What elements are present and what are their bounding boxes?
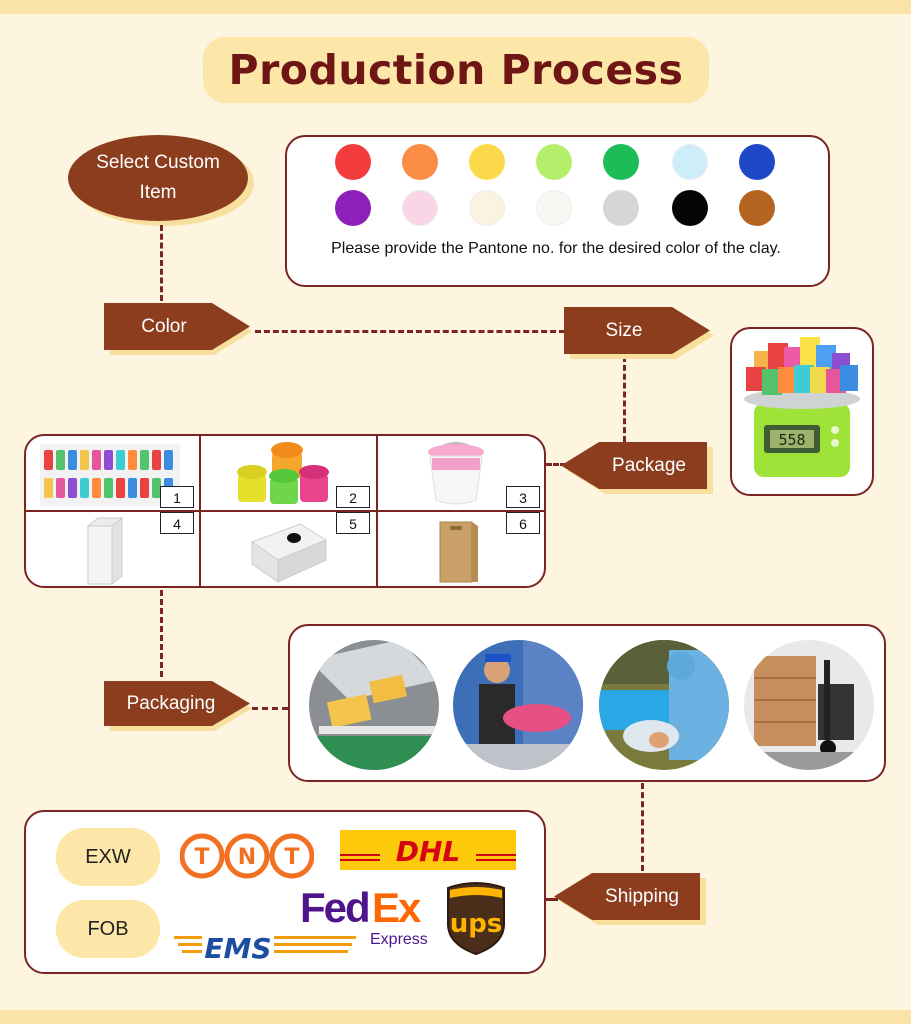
- dhl-wordmark: DHL: [396, 835, 461, 868]
- clay-bag: [140, 450, 149, 470]
- clay-bag: [116, 450, 125, 470]
- color-swatch: [672, 144, 708, 180]
- color-swatch: [603, 144, 639, 180]
- grid-divider-h: [24, 510, 546, 512]
- trade-term-exw: EXW: [56, 828, 160, 886]
- step-package-label: Package: [612, 454, 686, 476]
- step-packaging-label: Packaging: [126, 692, 216, 714]
- color-swatch: [536, 144, 572, 180]
- step-size-label: Size: [605, 319, 643, 341]
- clay-bag: [80, 450, 89, 470]
- connector-color-to-size: [255, 330, 565, 333]
- select-custom-item-node: Select Custom Item: [68, 135, 248, 221]
- tnt-letter-2: N: [238, 845, 256, 870]
- ems-logo: EMS: [174, 932, 356, 964]
- color-swatch: [469, 144, 505, 180]
- package-option-number-6: 6: [506, 512, 540, 534]
- tnt-letter-1: T: [194, 845, 209, 870]
- dhl-logo: DHL: [340, 830, 516, 870]
- color-swatch: [335, 144, 371, 180]
- color-swatch: [469, 190, 505, 226]
- photo-worker-packing: [453, 640, 583, 770]
- clay-bag: [56, 478, 65, 498]
- connector-shipping-to-carriers: [546, 898, 558, 901]
- tnt-logo: T N T: [180, 833, 314, 879]
- color-swatch: [536, 190, 572, 226]
- connector-package-to-grid: [546, 463, 566, 466]
- package-option-number-5: 5: [336, 512, 370, 534]
- step-color-label: Color: [141, 315, 187, 337]
- color-swatch: [672, 190, 708, 226]
- package-option-number-3: 3: [506, 486, 540, 508]
- clay-bag: [104, 450, 113, 470]
- package-option-bags-image: [40, 444, 180, 506]
- fedex-logo: Fed Ex Express: [300, 884, 428, 948]
- package-option-number-4: 4: [160, 512, 194, 534]
- clay-bag: [152, 450, 161, 470]
- clay-bag: [44, 450, 53, 470]
- clay-bag: [68, 478, 77, 498]
- package-option-number-2: 2: [336, 486, 370, 508]
- trade-term-fob: FOB: [56, 900, 160, 958]
- color-swatch: [739, 144, 775, 180]
- step-shipping-label: Shipping: [605, 885, 679, 907]
- color-swatch: [335, 190, 371, 226]
- fedex-express: Express: [370, 931, 428, 948]
- title-background: [203, 37, 709, 103]
- clay-bag: [164, 450, 173, 470]
- clay-bag: [104, 478, 113, 498]
- connector-packaging-to-photos: [252, 707, 288, 710]
- package-option-number-1: 1: [160, 486, 194, 508]
- ems-wordmark: EMS: [204, 932, 271, 964]
- clay-bag: [92, 450, 101, 470]
- ups-wordmark: ups: [450, 909, 503, 939]
- size-scale-panel: 558: [730, 327, 874, 496]
- connector-size-to-package: [623, 356, 626, 442]
- page-title: Production Process: [228, 46, 684, 94]
- color-swatch: [402, 144, 438, 180]
- step-package: Package: [561, 442, 707, 489]
- photo-packing-machine: [309, 640, 439, 770]
- color-swatch: [402, 190, 438, 226]
- photo-hand-sorting-image: [599, 640, 729, 770]
- bottom-band: [0, 1010, 911, 1024]
- scale-photo: 558: [744, 337, 860, 477]
- clay-bag: [152, 478, 161, 498]
- fedex-ex: Ex: [372, 884, 422, 931]
- color-swatch: [739, 190, 775, 226]
- clay-bag: [128, 450, 137, 470]
- clay-bag: [92, 478, 101, 498]
- fedex-fed: Fed: [300, 884, 369, 931]
- package-option-kraft-box-image: [439, 521, 478, 583]
- package-option-white-box-image: [86, 516, 124, 586]
- photo-worker-packing-image: [453, 640, 583, 770]
- step-shipping: Shipping: [554, 873, 700, 920]
- photo-warehouse-forklift: [744, 640, 874, 770]
- photo-packing-machine-image: [309, 640, 439, 770]
- clay-bag: [128, 478, 137, 498]
- clay-bag: [44, 478, 53, 498]
- package-option-gift-box-image: [250, 523, 328, 583]
- connector-grid-to-packaging: [160, 590, 163, 677]
- clay-bag: [56, 450, 65, 470]
- color-swatch: [603, 190, 639, 226]
- photo-hand-sorting: [599, 640, 729, 770]
- photo-warehouse-forklift-image: [744, 640, 874, 770]
- package-option-tubs-image: [237, 442, 329, 504]
- top-band: [0, 0, 911, 14]
- clay-bag: [68, 450, 77, 470]
- package-option-bucket-image: [428, 442, 484, 505]
- ups-logo: ups: [447, 882, 505, 956]
- clay-bag: [80, 478, 89, 498]
- tnt-letter-3: T: [284, 845, 299, 870]
- connector-start-to-color: [160, 225, 163, 301]
- clay-bag: [116, 478, 125, 498]
- clay-bag: [140, 478, 149, 498]
- trade-term-exw-label: EXW: [85, 845, 131, 868]
- connector-photos-to-shipping: [641, 783, 644, 871]
- color-note: Please provide the Pantone no. for the d…: [331, 240, 781, 257]
- select-custom-item-label: Select Custom Item: [96, 152, 220, 203]
- svg-text:558: 558: [778, 431, 805, 449]
- trade-term-fob-label: FOB: [87, 917, 129, 940]
